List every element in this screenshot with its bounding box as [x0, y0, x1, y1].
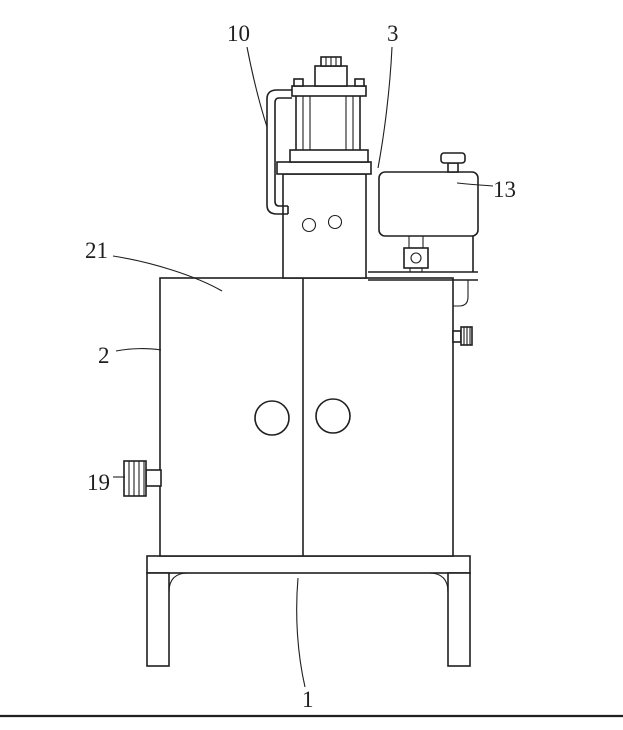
leader-line-3 — [377, 46, 393, 169]
tank-body — [378, 171, 479, 237]
bracket-outer — [266, 89, 292, 215]
tank-cap-stem — [447, 162, 459, 173]
side-bracket — [266, 89, 292, 215]
ref-label-10: 10 — [227, 21, 250, 46]
column-bolt-hole — [327, 214, 343, 230]
leader-line-1 — [296, 577, 306, 688]
cylinder-lower-band — [289, 149, 369, 163]
column-flange — [276, 161, 372, 175]
ref-label-21: 21 — [85, 238, 108, 263]
tank-assembly — [368, 152, 479, 307]
cabinet-body — [159, 277, 454, 557]
right-screw-valve — [452, 326, 473, 346]
cylinder-assembly — [289, 56, 369, 163]
ref-label-13: 13 — [493, 177, 516, 202]
leader-line-10 — [246, 46, 268, 128]
column-block — [282, 173, 367, 279]
base-stand — [146, 555, 471, 667]
ref-label-1: 1 — [302, 687, 314, 712]
left-knob-valve — [123, 460, 162, 497]
ref-label-2: 2 — [98, 343, 110, 368]
tank-cap — [440, 152, 466, 164]
fitting-port — [410, 252, 422, 264]
stand-rail — [146, 555, 471, 574]
stand-left-fillet — [168, 572, 189, 593]
top-plate-bolt — [293, 78, 304, 87]
left-door-handle — [254, 400, 290, 436]
cylinder-top-plate — [291, 85, 367, 97]
leader-line-2 — [115, 348, 162, 352]
right-door-handle — [315, 398, 351, 434]
motor-body — [314, 65, 348, 87]
ref-label-3: 3 — [387, 21, 399, 46]
top-plate-bolt — [354, 78, 365, 87]
leader-line-21 — [112, 255, 223, 292]
support-column — [276, 161, 372, 279]
right-valve-stem — [452, 330, 462, 343]
reference-labels: 10 3 13 21 2 19 1 — [85, 21, 516, 712]
ref-label-19: 19 — [87, 470, 110, 495]
shelf-bracket — [453, 280, 469, 307]
bracket-inner — [274, 97, 292, 207]
stand-left-leg — [146, 572, 170, 667]
left-knob-stem — [145, 469, 162, 487]
left-knob-head — [123, 460, 147, 497]
fitting-block — [403, 247, 429, 269]
cabinet-outline — [159, 277, 454, 557]
leader-line-13 — [456, 182, 494, 187]
stand-right-fillet — [428, 572, 449, 593]
leader-lines — [112, 46, 494, 688]
stand-right-leg — [447, 572, 471, 667]
column-bolt-hole — [301, 217, 317, 233]
